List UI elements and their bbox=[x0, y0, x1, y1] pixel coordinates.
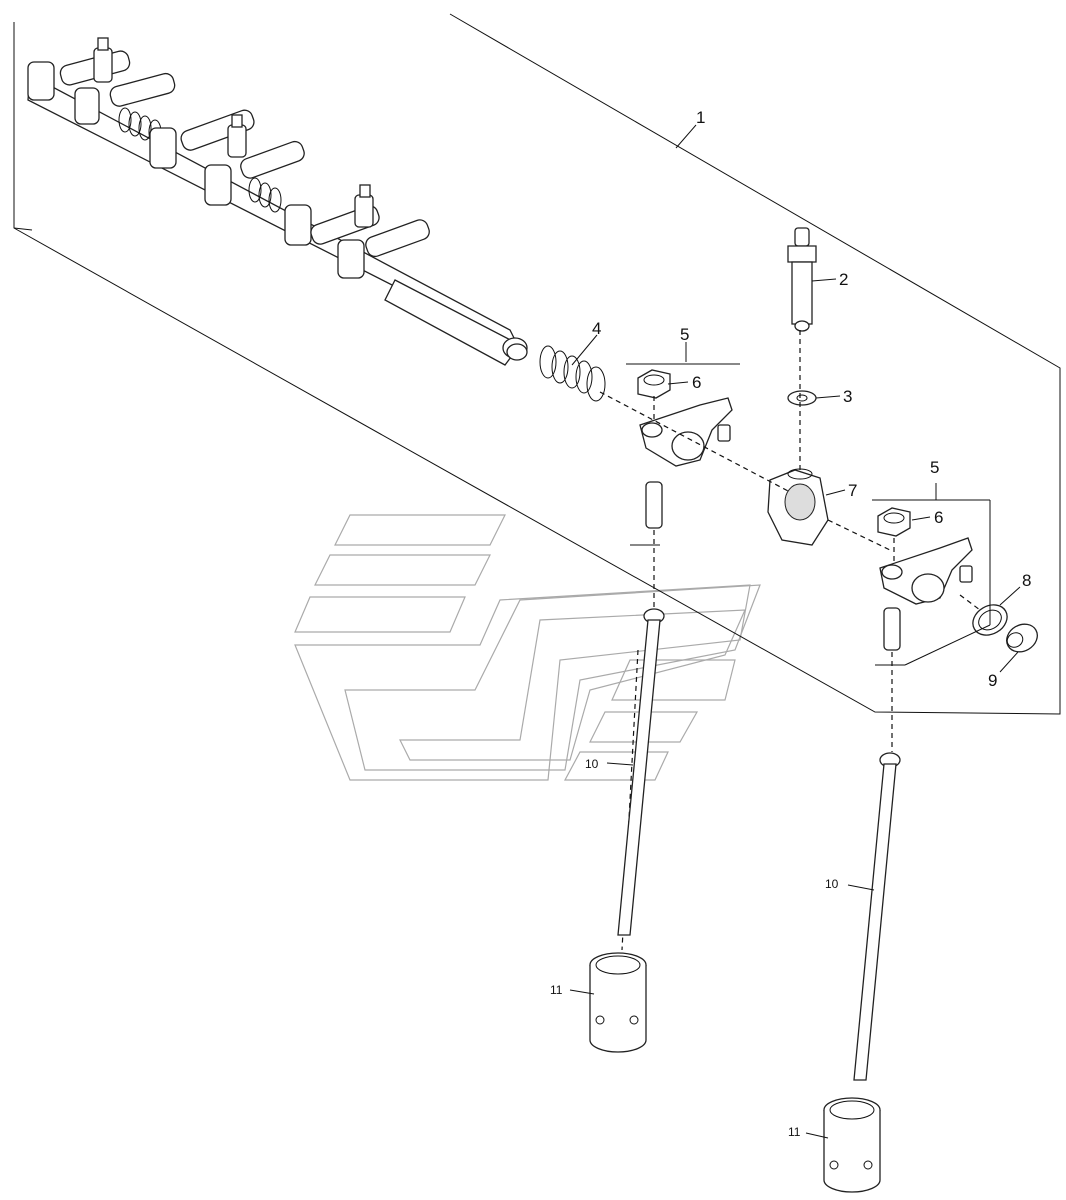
tappet-11-right bbox=[823, 1097, 881, 1193]
nut-6-second bbox=[877, 507, 911, 537]
callout-6-first: 6 bbox=[692, 373, 701, 392]
callout-3: 3 bbox=[843, 387, 852, 406]
leader-lines bbox=[569, 124, 1021, 1139]
assembly-outline bbox=[13, 13, 1061, 715]
callout-5-second: 5 bbox=[930, 458, 939, 477]
callout-labels: 1 2 3 4 5 6 7 5 6 8 9 10 10 11 11 bbox=[550, 108, 1031, 1139]
plug-9 bbox=[1006, 623, 1038, 653]
rocker-arm-5-second bbox=[879, 537, 973, 651]
tappet-11-left bbox=[589, 952, 647, 1053]
callout-6-second: 6 bbox=[934, 508, 943, 527]
callout-10-left: 10 bbox=[585, 757, 599, 771]
callout-4: 4 bbox=[592, 319, 601, 338]
push-rod-10-left bbox=[617, 608, 665, 936]
rocker-arm-5-first bbox=[639, 397, 733, 529]
watermark-logo bbox=[294, 514, 761, 781]
callout-5-first: 5 bbox=[680, 325, 689, 344]
callout-10-right: 10 bbox=[825, 877, 839, 891]
nut-6-first bbox=[637, 369, 671, 399]
rocker-support-7 bbox=[767, 468, 829, 546]
callout-1: 1 bbox=[696, 108, 705, 127]
adjusting-screw-2 bbox=[787, 227, 817, 332]
callout-7: 7 bbox=[848, 481, 857, 500]
callout-8: 8 bbox=[1022, 571, 1031, 590]
push-rod-10-right bbox=[853, 752, 901, 1081]
callout-9: 9 bbox=[988, 671, 997, 690]
callout-11-left: 11 bbox=[550, 983, 563, 997]
rocker-shaft-assembly bbox=[27, 37, 528, 366]
alignment-lines bbox=[599, 330, 981, 951]
callout-11-right: 11 bbox=[788, 1125, 801, 1139]
callout-2: 2 bbox=[839, 270, 848, 289]
spring-4 bbox=[506, 343, 606, 402]
washer-3 bbox=[787, 390, 817, 406]
